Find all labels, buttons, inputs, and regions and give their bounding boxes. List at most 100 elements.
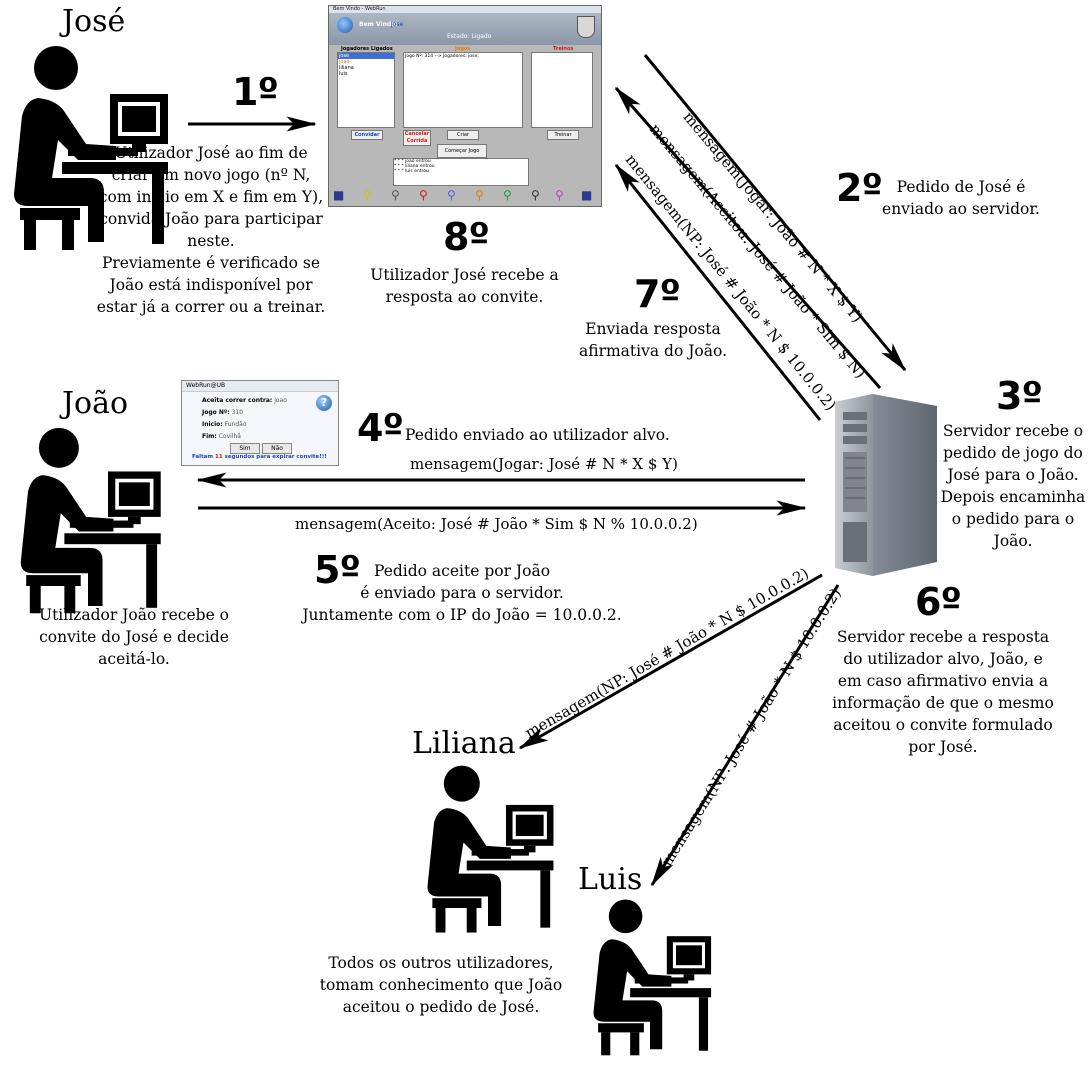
player-item[interactable]: jose <box>338 53 394 59</box>
no-button[interactable]: Não <box>262 443 292 454</box>
create-button[interactable]: Criar <box>447 130 479 140</box>
person-icon-joao <box>8 426 168 626</box>
globe-icon <box>337 17 353 33</box>
step-5-number: 5º <box>314 548 361 592</box>
step-5-line2: é enviado para o servidor. <box>360 584 564 602</box>
step-6-text: Servidor recebe a resposta do utilizador… <box>832 628 1054 756</box>
bike-icon: ⚲ <box>475 188 484 202</box>
value-end: Covilhã <box>218 433 241 440</box>
yes-button[interactable]: Sim <box>230 443 260 454</box>
dialog-row-end: Fim: Covilhã <box>202 433 241 440</box>
step-2-text: Pedido de José é enviado ao servidor. <box>882 178 1040 218</box>
step-5-text: Pedido aceite por João é enviado para o … <box>282 560 642 626</box>
client-window-screenshot: Bem Vindo - WebRun Bem Vindo: jose Estad… <box>328 5 602 207</box>
jose-description-p2: Previamente é verificado se João está in… <box>96 254 326 316</box>
user-name-luis: Luis <box>578 862 643 897</box>
step-3-text: Servidor recebe o pedido de jogo do José… <box>940 422 1086 550</box>
dialog-row-game: Jogo Nº: 310 <box>202 409 243 416</box>
col-trainings-header: Treinos <box>553 46 574 52</box>
footer-post: segundos para expirar convite!!! <box>224 454 327 460</box>
person-icon-liliana <box>408 764 568 944</box>
footer-num: 11 <box>215 454 223 460</box>
label-start: Inicio: <box>202 421 223 428</box>
step-7-number: 7º <box>634 272 681 316</box>
step-8-line2: resposta ao convite. <box>385 288 544 306</box>
label-end: Fim: <box>202 433 217 440</box>
bike-icon: ⚲ <box>363 188 372 202</box>
joao-description: Utilizador João recebe o convite do José… <box>39 606 229 668</box>
step-8-line1: Utilizador José recebe a <box>370 266 559 284</box>
train-button[interactable]: Treinar <box>547 130 579 140</box>
player-item[interactable]: joao <box>339 59 350 65</box>
help-icon: ? <box>316 395 332 411</box>
bike-icon: ⚲ <box>531 188 540 202</box>
step-3-number: 3º <box>996 374 1043 418</box>
step-7-line2: afirmativa do João. <box>579 342 727 360</box>
crest-icon <box>577 16 595 38</box>
bike-icon: ⚲ <box>419 188 428 202</box>
players-list[interactable]: jose joao liliana luis <box>337 52 395 128</box>
window-titlebar: Bem Vindo - WebRun <box>329 6 601 13</box>
person-icon-luis <box>570 898 730 1066</box>
message-step5: mensagem(Aceito: José # João * Sim $ N %… <box>295 515 698 533</box>
step-7-text: Enviada resposta afirmativa do João. <box>568 318 738 362</box>
message-step4: mensagem(Jogar: José # N * X $ Y) <box>410 455 678 473</box>
start-game-label: Começar Jogo <box>444 148 480 154</box>
player-item[interactable]: luis <box>339 71 348 77</box>
step-8-text: Utilizador José recebe a resposta ao con… <box>352 264 577 308</box>
status-label: Estado: Ligado <box>447 33 492 40</box>
robot-icon: ■ <box>581 188 593 202</box>
others-description: Todos os outros utilizadores, tomam conh… <box>319 954 563 1016</box>
invite-dialog-screenshot: WebRun@UB Aceita correr contra: joao Jog… <box>181 380 339 466</box>
dialog-row-vs: Aceita correr contra: joao <box>202 397 287 404</box>
col-games-header: Jogos <box>455 46 471 52</box>
invite-button[interactable]: Convidar <box>351 130 383 140</box>
value-start: Fundão <box>224 421 247 428</box>
dialog-footer: Faltam 11 segundos para expirar convite!… <box>192 454 327 460</box>
log-panel: * * * joao entrou * * * liliana entrou *… <box>393 158 529 186</box>
robot-icon: ■ <box>333 188 345 202</box>
value-game: 310 <box>231 409 244 416</box>
game-item[interactable]: Jogo Nº: 314 --> Jogadores: jose; <box>405 54 479 59</box>
jose-description-p1: Utilizador José ao fim de criar um novo … <box>98 144 324 250</box>
bikes-row: ■ ⚲ ⚲ ⚲ ⚲ ⚲ ⚲ ⚲ ⚲ ■ <box>329 188 601 204</box>
dialog-row-start: Inicio: Fundão <box>202 421 247 428</box>
arrow-to-luis <box>650 584 840 887</box>
bike-icon: ⚲ <box>555 188 564 202</box>
bike-icon: ⚲ <box>391 188 400 202</box>
welcome-user: jose <box>391 21 404 28</box>
user-name-liliana: Liliana <box>412 726 516 761</box>
step-7-line1: Enviada resposta <box>585 320 721 338</box>
log-line: * * * luis entrou <box>394 169 429 174</box>
user-name-jose: José <box>62 4 126 39</box>
start-game-button[interactable]: Começar Jogo <box>437 144 487 158</box>
step-5-line3: Juntamente com o IP do João = 10.0.0.2. <box>302 606 622 624</box>
step-4-text: Pedido enviado ao utilizador alvo. <box>405 426 670 444</box>
arrow-step2 <box>643 54 907 372</box>
server-icon <box>835 394 937 576</box>
step-2-number: 2º <box>836 166 883 210</box>
arrow-np-jose <box>614 163 822 421</box>
arrow-to-liliana <box>518 573 823 750</box>
log-line: * * * liliana entrou <box>394 164 435 169</box>
jose-description: Utilizador José ao fim de criar um novo … <box>96 142 326 318</box>
col-players-header: Jogadores Ligados <box>341 46 393 52</box>
cancel-race-button[interactable]: Cancelar Corrida <box>403 130 431 146</box>
arrow-aceitou <box>614 86 882 389</box>
step-1-number: 1º <box>232 70 279 114</box>
window-header: Bem Vindo: jose Estado: Ligado <box>329 13 601 45</box>
log-line: * * * joao entrou <box>394 159 431 164</box>
welcome-label: Bem Vindo: <box>359 21 398 28</box>
dialog-titlebar: WebRun@UB <box>182 381 338 392</box>
step-4-number: 4º <box>357 406 404 450</box>
step-5-line1: Pedido aceite por João <box>373 562 551 580</box>
bike-icon: ⚲ <box>447 188 456 202</box>
trainings-list[interactable] <box>531 52 593 128</box>
player-item[interactable]: liliana <box>339 65 354 71</box>
label-vs: Aceita correr contra: <box>202 397 273 404</box>
value-vs: joao <box>274 397 287 404</box>
label-game: Jogo Nº: <box>202 409 230 416</box>
bike-icon: ⚲ <box>503 188 512 202</box>
games-list[interactable]: Jogo Nº: 314 --> Jogadores: jose; <box>403 52 523 128</box>
